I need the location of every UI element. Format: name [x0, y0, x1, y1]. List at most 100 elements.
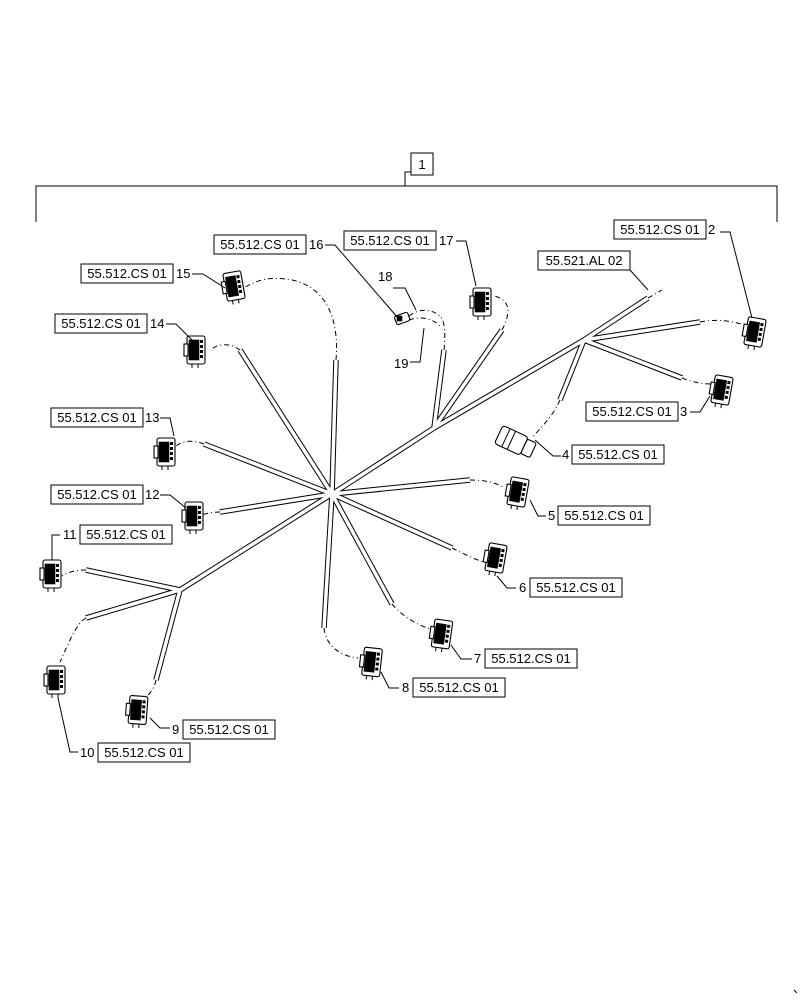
dashed-lead	[391, 603, 435, 631]
callout-3-ref: 55.512.CS 01	[592, 404, 672, 419]
dashed-lead	[699, 319, 749, 327]
callout-17-ref: 55.512.CS 01	[350, 233, 430, 248]
callout-2-number: 2	[708, 222, 715, 237]
connector-12	[181, 501, 204, 534]
wire-segment-fill	[238, 349, 334, 495]
callout-15-ref: 55.512.CS 01	[87, 266, 167, 281]
wire-segment-fill	[558, 339, 586, 401]
dashed-lead	[469, 479, 505, 489]
connector-3	[708, 374, 734, 409]
wire-segment-fill	[322, 493, 334, 629]
callout-10: 10 55.512.CS 01	[57, 697, 191, 763]
callout-14-ref: 55.512.CS 01	[61, 316, 141, 331]
wire-segment-fill	[583, 320, 701, 342]
callout-12: 55.512.CS 01 12	[50, 484, 187, 509]
dashed-lead	[61, 569, 87, 577]
wire-segment-fill	[331, 426, 435, 496]
trunk-reference-label: 55.521.AL 02	[546, 253, 623, 268]
callout-2-ref: 55.512.CS 01	[620, 222, 700, 237]
wire-segment-fill	[583, 296, 649, 342]
callout-6-ref: 55.512.CS 01	[536, 580, 616, 595]
connector-14	[183, 335, 206, 368]
dashed-lead	[439, 315, 446, 351]
wire-segment-fill	[432, 349, 446, 429]
item-18-number: 18	[378, 269, 392, 284]
callout-16: 55.512.CS 01 16	[213, 234, 399, 319]
callout-4: 4 55.512.CS 01	[534, 439, 665, 465]
wire-segment-fill	[583, 338, 683, 380]
wire-segment-fill	[85, 568, 181, 592]
wire-segment-fill	[330, 493, 394, 605]
dashed-lead	[531, 399, 561, 439]
callout-4-ref: 55.512.CS 01	[578, 447, 658, 462]
callout-8-ref: 55.512.CS 01	[419, 680, 499, 695]
dashed-lead	[59, 617, 87, 663]
callout-12-number: 12	[145, 487, 159, 502]
callout-14-number: 14	[150, 316, 164, 331]
callout-13-number: 13	[145, 410, 159, 425]
callout-9-number: 9	[172, 722, 179, 737]
connector-10	[43, 665, 66, 698]
callout-2: 55.512.CS 01 2	[613, 219, 753, 319]
callout-9-ref: 55.512.CS 01	[189, 722, 269, 737]
callout-6: 6 55.512.CS 01	[496, 575, 623, 598]
callout-6-number: 6	[519, 580, 526, 595]
connector-11	[39, 559, 62, 592]
callout-9: 9 55.512.CS 01	[149, 717, 276, 740]
callout-11-ref: 55.512.CS 01	[86, 527, 166, 542]
trunk-reference: 55.521.AL 02	[537, 250, 649, 291]
callout-13: 55.512.CS 01 13	[50, 407, 175, 437]
dashed-lead	[175, 440, 205, 447]
callout-4-number: 4	[562, 447, 569, 462]
callout-8: 8 55.512.CS 01	[380, 671, 506, 698]
callout-17: 55.512.CS 01 17	[343, 230, 477, 287]
dashed-lead	[209, 344, 241, 351]
wire-segment-fill	[85, 588, 181, 620]
dashed-lead	[681, 377, 713, 385]
dashed-lead	[451, 547, 485, 563]
callout-11: 11 55.512.CS 01	[51, 524, 173, 560]
connector-5	[504, 476, 530, 511]
connector-17	[469, 287, 492, 320]
wire-segment-fill	[331, 492, 453, 550]
callout-5: 5 55.512.CS 01	[529, 499, 651, 526]
wire-segment-fill	[331, 478, 471, 496]
callout-13-ref: 55.512.CS 01	[57, 410, 137, 425]
corner-mark	[793, 989, 798, 994]
assembly-item-number: 1	[418, 157, 425, 172]
wire-segment-fill	[203, 442, 333, 496]
callout-5-number: 5	[548, 508, 555, 523]
callout-14: 55.512.CS 01 14	[54, 313, 195, 343]
callout-7: 7 55.512.CS 01	[450, 644, 578, 669]
callout-15-number: 15	[176, 266, 190, 281]
connector-9	[125, 694, 149, 729]
wire-segment-fill	[219, 492, 333, 514]
callout-17-number: 17	[439, 233, 453, 248]
callout-8-number: 8	[402, 680, 409, 695]
item-19-number: 19	[394, 356, 408, 371]
connectors	[39, 270, 767, 729]
connector-2	[741, 316, 767, 351]
harness-wires	[85, 295, 701, 681]
dashed-lead	[647, 289, 663, 299]
wire-segment-fill	[154, 589, 182, 681]
connector-6	[482, 542, 508, 577]
callout-7-ref: 55.512.CS 01	[491, 651, 571, 666]
callout-3-number: 3	[680, 404, 687, 419]
callout-11-number: 11	[63, 527, 77, 542]
callout-10-ref: 55.512.CS 01	[104, 745, 184, 760]
connector-13	[153, 437, 176, 470]
dashed-lead	[243, 277, 338, 361]
dashed-lead	[141, 679, 157, 701]
connector-4	[494, 425, 537, 458]
connector-7	[428, 618, 454, 653]
wire-segment-fill	[433, 338, 585, 430]
callout-10-number: 10	[80, 745, 94, 760]
callout-12-ref: 55.512.CS 01	[57, 487, 137, 502]
assembly-bracket: 1	[35, 152, 778, 222]
callout-16-ref: 55.512.CS 01	[220, 237, 300, 252]
dashed-lead	[493, 295, 509, 331]
connector-8	[358, 646, 383, 681]
wire-segment-fill	[330, 359, 338, 495]
